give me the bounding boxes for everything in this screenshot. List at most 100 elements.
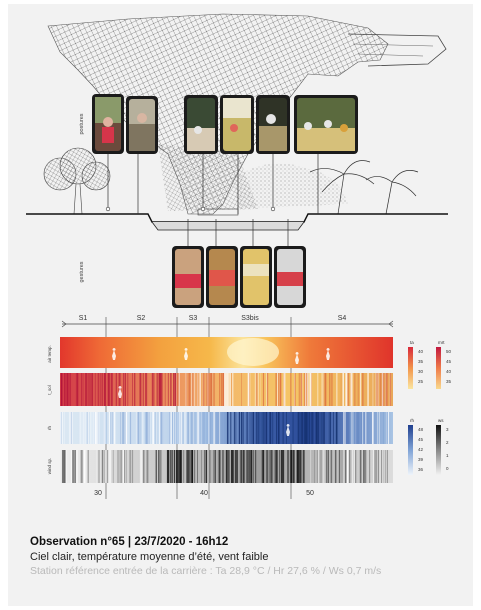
data-stripe [298,450,300,483]
air-temp-row: air temp. [47,337,393,368]
data-stripe [384,450,387,483]
data-stripe [209,450,211,483]
data-stripe [377,373,379,406]
data-stripe [139,450,141,483]
data-stripe [160,373,162,406]
data-stripe [239,450,241,483]
data-stripe [170,373,172,406]
gesture-photo-4[interactable] [274,219,306,308]
data-stripe [234,450,236,483]
data-stripe [311,412,313,444]
data-stripe [108,450,110,483]
data-stripe [166,450,168,483]
data-stripe [222,412,225,444]
gesture-photo-3[interactable] [240,219,272,308]
data-stripe [367,373,369,406]
data-stripe [241,373,242,406]
data-stripe [158,412,161,444]
data-stripe [324,373,326,406]
data-stripe [179,412,181,444]
data-stripe [63,412,65,444]
data-stripe [142,450,143,483]
data-stripe [67,373,69,406]
data-stripe [146,412,148,444]
data-stripe [230,412,231,444]
gesture-photo-2[interactable] [206,219,238,308]
data-stripe [386,373,388,406]
data-stripe [343,412,345,444]
data-stripe [182,412,183,444]
data-stripe [289,450,291,483]
posture-photo-5[interactable] [256,95,290,212]
legend-rh-title: rh [410,418,414,423]
posture-photo-2[interactable] [126,96,158,214]
data-stripe [132,373,133,406]
data-stripe [209,412,212,444]
data-stripe [330,450,332,483]
data-stripe [123,450,125,483]
data-stripe [84,450,86,483]
data-stripe [308,412,310,444]
data-stripe [288,450,289,483]
legend-rh: rh 48 45 42 39 36 [408,418,424,475]
data-stripe [270,450,271,483]
data-stripe [233,450,235,483]
data-stripe [99,373,101,406]
data-stripe [300,412,302,444]
data-stripe [215,412,218,444]
data-stripe [98,450,100,483]
data-stripe [306,373,308,406]
data-stripe [205,450,207,483]
wind-label: wind sp. [47,458,52,475]
data-stripe [255,450,257,483]
data-stripe [137,412,139,444]
data-stripe [60,412,62,444]
data-stripe [207,373,209,406]
data-stripe [275,373,277,406]
data-stripe [68,373,70,406]
data-stripe [209,412,211,444]
data-stripe [286,412,287,444]
data-stripe [340,373,342,406]
data-stripe [91,373,93,406]
posture-photo-4[interactable] [220,95,254,214]
data-stripe [352,450,353,483]
data-stripe [223,373,225,406]
data-stripe [272,412,274,444]
legend-ta: ta 40 35 30 25 [408,340,424,389]
data-stripe [124,373,126,406]
data-stripe [111,412,113,444]
data-stripe [298,373,300,406]
data-stripe [384,373,386,406]
data-stripe [299,450,301,483]
data-stripe [366,412,367,444]
data-stripe [255,412,258,444]
data-stripe [365,412,367,444]
data-stripe [94,412,96,444]
data-stripe [213,412,216,444]
tree-left [43,147,111,215]
posture-photo-3[interactable] [184,95,218,212]
data-stripe [71,450,73,483]
data-stripe [388,412,389,444]
data-stripe [345,412,347,444]
data-stripe [81,373,83,406]
data-stripe [388,412,390,444]
legend-ta-value: 25 [418,379,424,384]
legend-rh-value: 42 [418,447,424,452]
data-stripe [359,450,361,483]
data-stripe [210,373,212,406]
legend-mrt: mrt 50 45 40 35 [436,340,452,389]
posture-photo-6[interactable] [294,95,358,214]
observation-diagram: postures [26,13,452,499]
data-stripe [381,373,384,406]
data-stripe [375,450,376,483]
data-stripe [87,450,89,483]
legend-mrt-value: 40 [446,369,452,374]
posture-photo-1[interactable] [92,94,124,212]
gesture-photo-1[interactable] [172,219,204,308]
data-stripe [246,450,248,483]
data-stripe [143,373,144,406]
data-stripe [63,450,64,483]
data-stripe [158,450,160,483]
